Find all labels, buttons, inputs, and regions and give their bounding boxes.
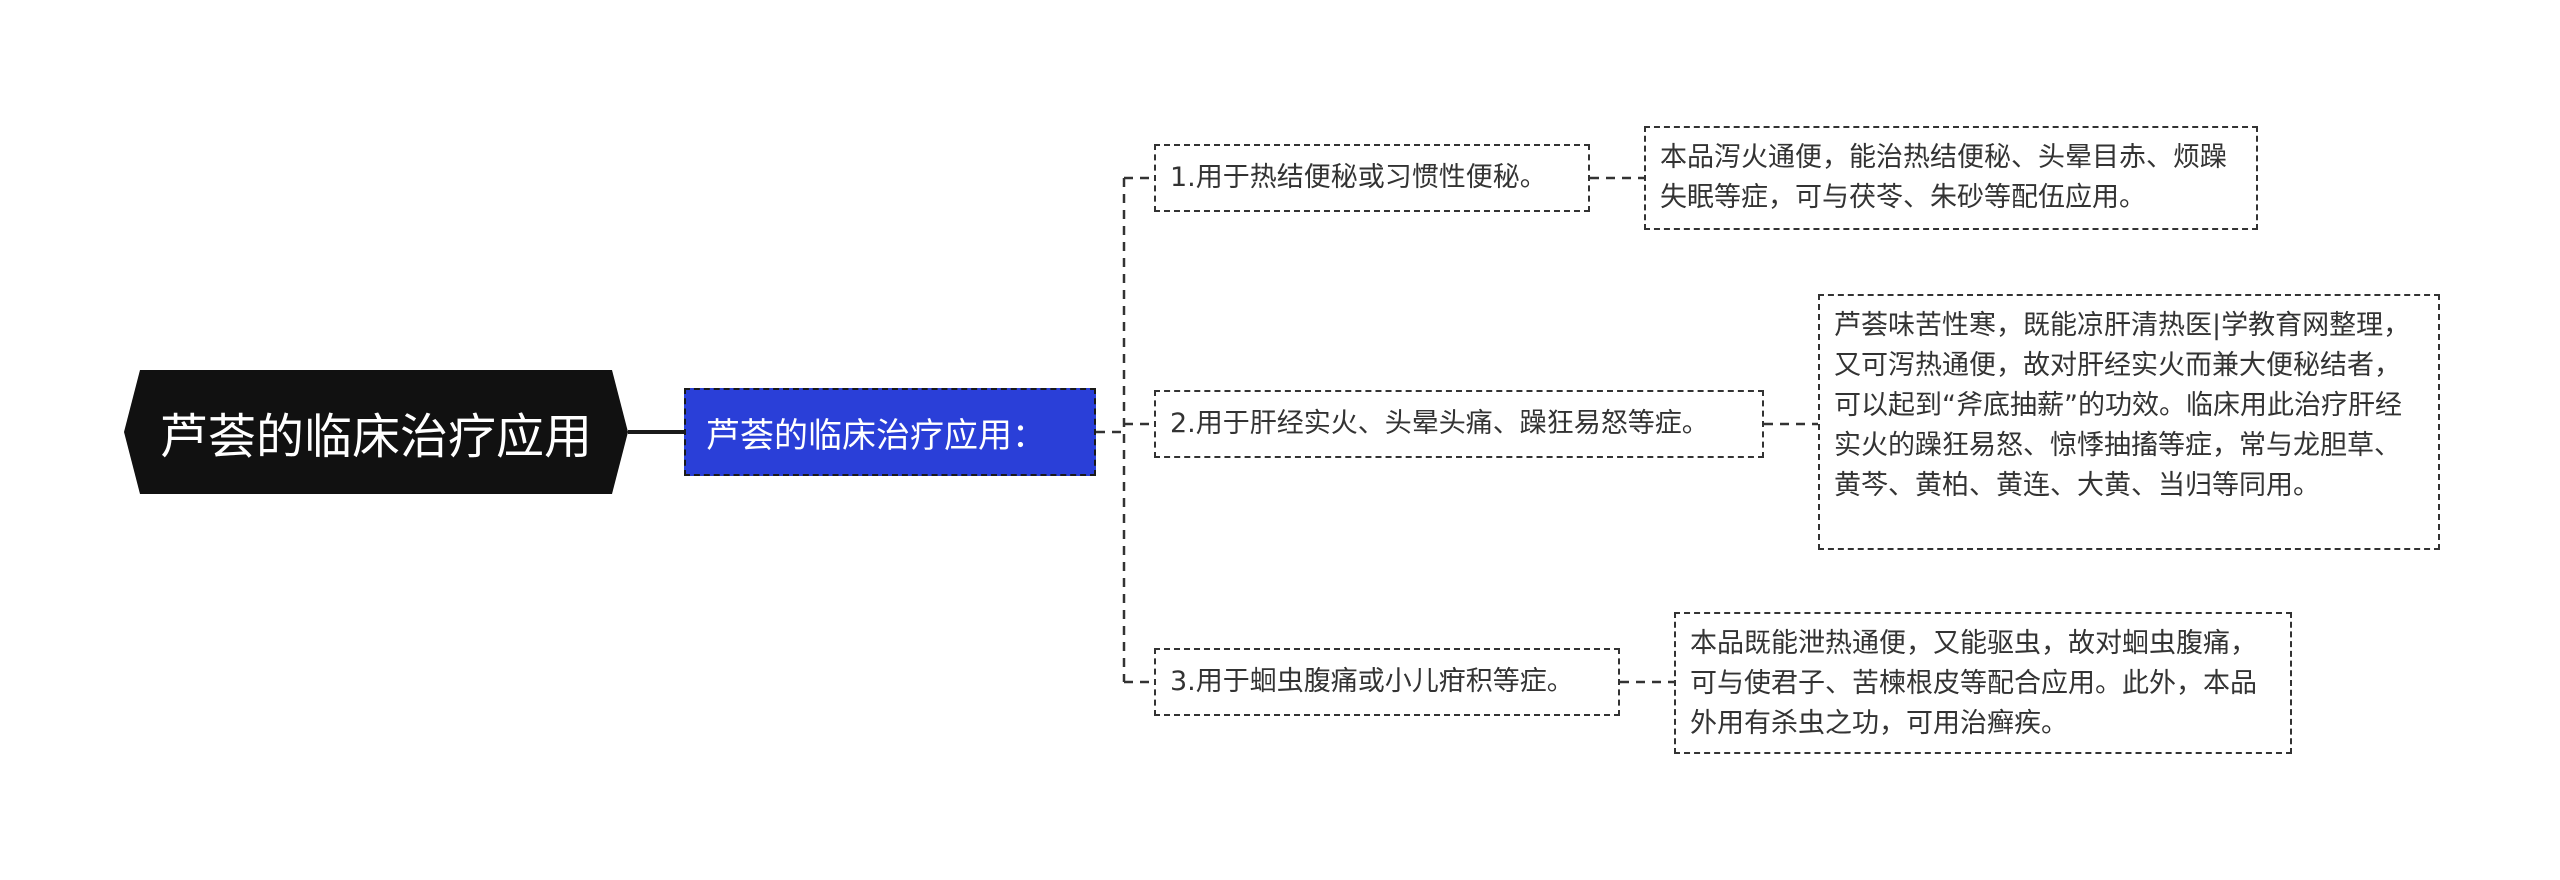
connector-subtopic-trunk <box>1096 178 1126 682</box>
root-hexagon-shape <box>124 370 628 494</box>
branch-node-1[interactable]: 1.用于热结便秘或习惯性便秘。 <box>1154 144 1590 212</box>
detail-node-1[interactable]: 本品泻火通便，能治热结便秘、头晕目赤、烦躁失眠等症，可与茯苓、朱砂等配伍应用。 <box>1644 126 2258 230</box>
root-topic-title: 芦荟的临床治疗应用 <box>159 409 592 465</box>
root-topic[interactable]: 芦荟的临床治疗应用 <box>124 370 628 494</box>
detail-node-2[interactable]: 芦荟味苦性寒，既能凉肝清热医|学教育网整理，又可泻热通便，故对肝经实火而兼大便秘… <box>1818 294 2440 550</box>
branch-node-2[interactable]: 2.用于肝经实火、头晕头痛、躁狂易怒等症。 <box>1154 390 1764 458</box>
branch-node-3[interactable]: 3.用于蛔虫腹痛或小儿疳积等症。 <box>1154 648 1620 716</box>
detail-node-3[interactable]: 本品既能泄热通便，又能驱虫，故对蛔虫腹痛，可与使君子、苦楝根皮等配合应用。此外，… <box>1674 612 2292 754</box>
subtopic-node[interactable]: 芦荟的临床治疗应用： <box>684 388 1096 476</box>
